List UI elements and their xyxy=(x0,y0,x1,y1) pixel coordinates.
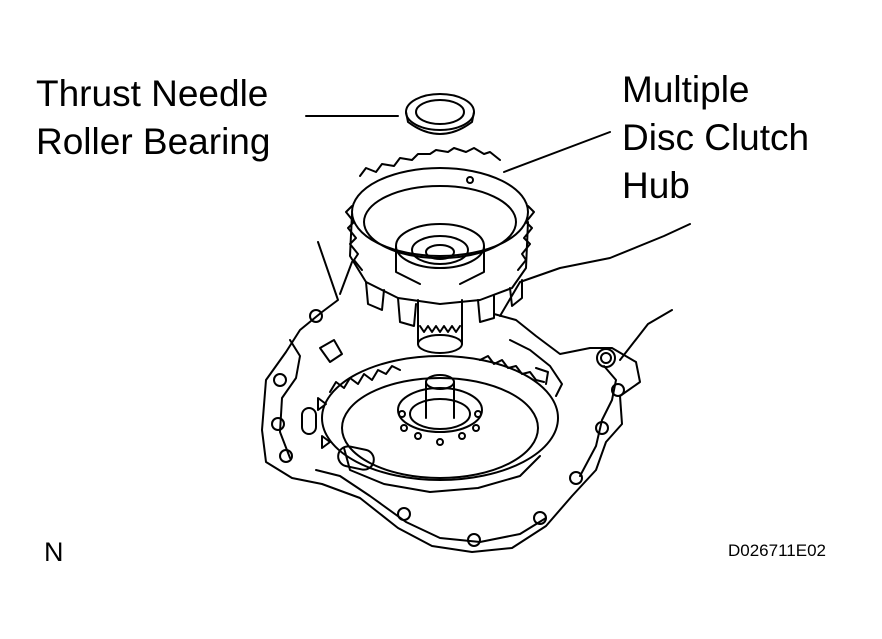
transmission-case xyxy=(261,223,691,553)
bearing-label-line2: Roller Bearing xyxy=(36,121,271,162)
thrust-bearing xyxy=(405,93,475,135)
clutch-hub xyxy=(345,147,535,354)
bearing-callout: Thrust Needle Roller Bearing xyxy=(36,70,270,166)
hub-label-line1: Multiple xyxy=(622,69,750,110)
corner-mark: N xyxy=(44,537,64,567)
hub-leader-line xyxy=(503,131,611,173)
hub-label-line2: Disc Clutch xyxy=(622,117,810,158)
output-shaft xyxy=(397,374,483,446)
ring-gear xyxy=(321,339,563,493)
figure-code: D026711E02 xyxy=(728,541,826,560)
hub-callout: Multiple Disc Clutch Hub xyxy=(622,66,809,210)
bearing-label-line1: Thrust Needle xyxy=(36,73,269,114)
hub-label-line3: Hub xyxy=(622,165,690,206)
